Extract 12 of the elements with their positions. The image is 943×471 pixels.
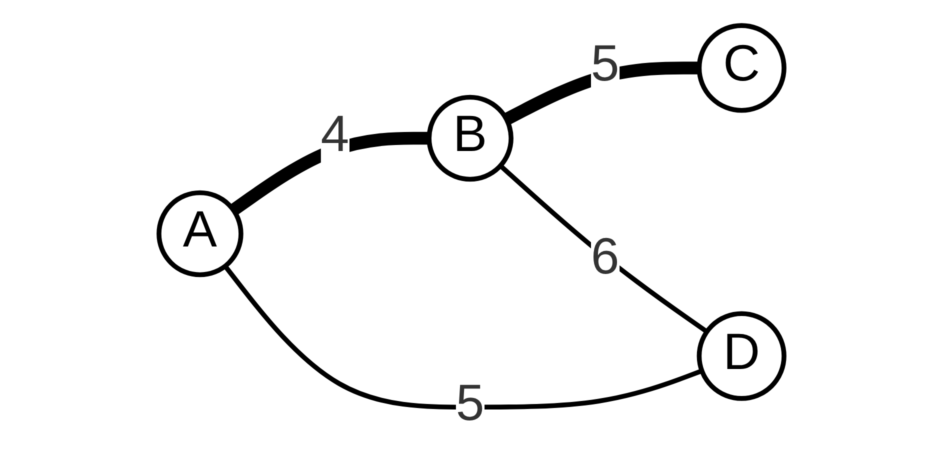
- connector: [223, 264, 703, 410]
- connector: [230, 132, 430, 216]
- connector: [504, 62, 700, 125]
- node-circle: C: [696, 23, 786, 113]
- edge-label: 5: [456, 378, 484, 433]
- node-circle: B: [426, 94, 514, 182]
- edge-label: 4: [320, 109, 350, 164]
- edge-label: 6: [590, 232, 620, 286]
- edge-label: 5: [590, 39, 620, 94]
- node-circle: A: [156, 190, 244, 278]
- connector: [498, 164, 708, 334]
- node-circle: D: [696, 311, 786, 401]
